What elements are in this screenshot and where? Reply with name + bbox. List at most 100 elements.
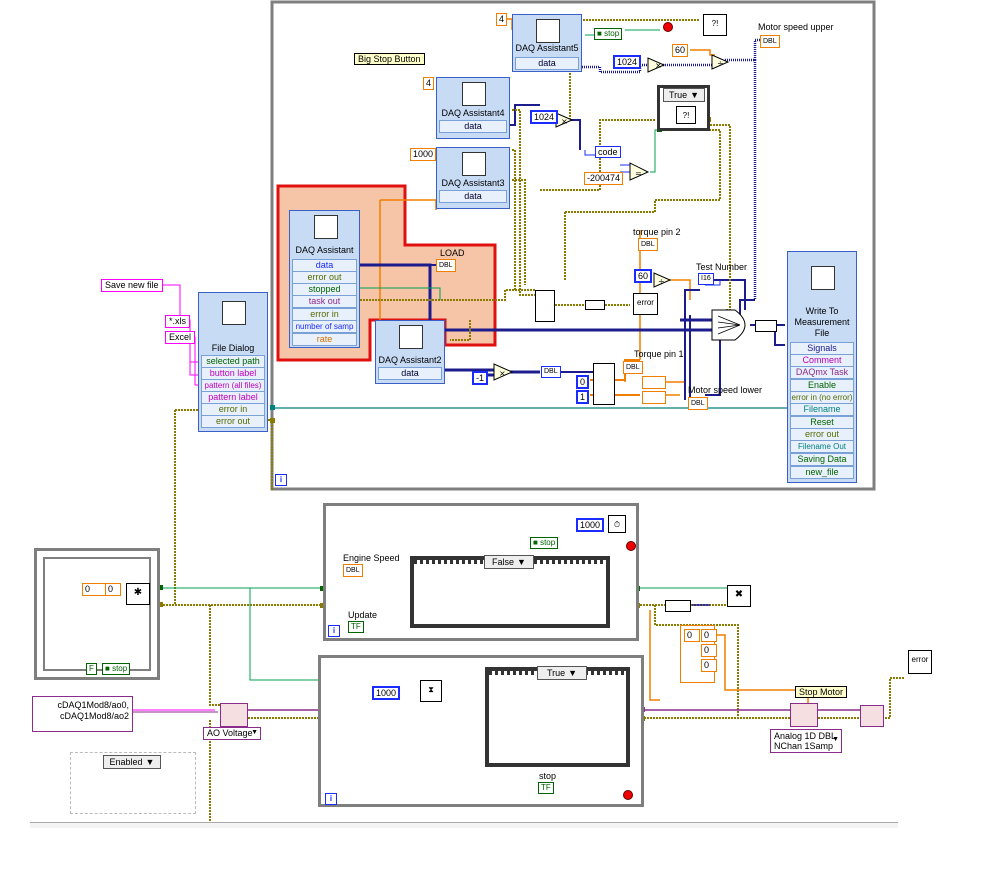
analog-line2: NChan 1Samp [774, 741, 834, 751]
daq5-data-terminal[interactable]: data [515, 57, 579, 70]
const-neg1[interactable]: -1 [472, 371, 489, 385]
daqmx-create-channel-node[interactable] [220, 703, 248, 727]
error-cluster-icon: error [633, 293, 658, 315]
daqmx-task-terminal[interactable]: DAQmx Task [790, 366, 854, 379]
left-while-loop[interactable] [34, 548, 160, 680]
array-elem-0[interactable]: 0 [701, 629, 717, 642]
engine-loop-iteration: i [328, 625, 340, 637]
clear-errors-icon: ✖ [727, 585, 751, 607]
stop-led-mid [626, 541, 636, 551]
numeric-control-b[interactable]: 0 [105, 583, 121, 596]
update-control[interactable]: TF [348, 621, 364, 633]
load-indicator[interactable]: DBL [436, 259, 456, 272]
const-1000-a[interactable]: 1000 [410, 148, 437, 161]
daq-rate-terminal[interactable]: rate [292, 333, 357, 346]
merge-errors-lower[interactable] [665, 600, 691, 612]
bundle-node[interactable] [535, 290, 555, 322]
channel-constant[interactable]: cDAQ1Mod8/ao0, cDAQ1Mod8/ao2 [32, 696, 133, 732]
enable-terminal[interactable]: Enable [790, 379, 854, 392]
stop-local-left[interactable]: ■ stop [102, 663, 131, 675]
stop-local-upper[interactable]: ■ stop [594, 28, 623, 40]
false-const[interactable]: F [86, 663, 97, 675]
case-structure-true-lower[interactable] [485, 667, 630, 767]
analog-line1: Analog 1D DBL [774, 731, 837, 741]
case-structure-false[interactable] [410, 556, 610, 628]
const-1024-b[interactable]: 1024 [530, 110, 559, 124]
motor-lower-indicator[interactable]: DBL [688, 397, 708, 410]
motor-upper-label: Motor speed upper [758, 22, 834, 32]
test-number-indicator[interactable]: I16 [698, 273, 714, 285]
error-merge-node[interactable] [585, 300, 605, 310]
daq-assistant3[interactable]: DAQ Assistant3 data [436, 147, 510, 209]
daq4-data-terminal[interactable]: data [439, 120, 507, 133]
daq-assistant5[interactable]: DAQ Assistant5 data [512, 14, 582, 72]
daqmx-clear-node[interactable] [860, 705, 884, 727]
array-elem-1[interactable]: 0 [701, 644, 717, 657]
index-node-a[interactable] [642, 376, 666, 389]
const-0[interactable]: 0 [576, 375, 590, 389]
case-selector-true-lower[interactable]: True▼ [537, 666, 587, 680]
chevron-down-icon: ▼ [832, 736, 839, 743]
array-constant[interactable]: 0 0 0 0 [680, 625, 717, 683]
daq-num-samples-terminal[interactable]: number of samp [292, 320, 357, 333]
dbl-conversion-node[interactable]: DBL [541, 366, 561, 378]
torque2-indicator[interactable]: DBL [638, 238, 658, 251]
file-dialog-title: File Dialog [211, 343, 255, 353]
daq2-data-terminal[interactable]: data [378, 367, 442, 380]
index-node-b[interactable] [642, 391, 666, 404]
array-elem-2[interactable]: 0 [701, 659, 717, 672]
const-neg200474[interactable]: -200474 [584, 172, 624, 185]
const-60-a[interactable]: 60 [672, 44, 689, 57]
const-1000-b[interactable]: 1000 [576, 518, 605, 532]
filename-terminal[interactable]: Filename [790, 403, 854, 416]
const-60-b[interactable]: 60 [634, 269, 653, 283]
const-1000-c[interactable]: 1000 [372, 686, 401, 700]
initialize-icon: ✱ [126, 583, 150, 605]
to-dynamic-data-node[interactable] [755, 320, 777, 332]
daq-icon [313, 215, 338, 239]
excel-const[interactable]: Excel [165, 331, 196, 344]
daq-assistant2[interactable]: DAQ Assistant2 data [375, 320, 445, 384]
stop-control[interactable]: TF [538, 782, 554, 794]
xls-const[interactable]: *.xls [165, 315, 191, 328]
const-1[interactable]: 1 [576, 390, 590, 404]
new-file-terminal[interactable]: new_file [790, 466, 854, 479]
horizontal-scrollbar[interactable] [30, 822, 898, 828]
daqmx-write-node[interactable] [790, 703, 818, 727]
disable-structure[interactable]: Enabled▼ [70, 752, 196, 814]
engine-speed-label: Engine Speed [343, 553, 400, 563]
stop-motor-label: Stop Motor [795, 686, 848, 698]
torque1-indicator[interactable]: DBL [623, 361, 643, 374]
svg-text:×: × [655, 61, 662, 70]
torque1-label: Torque pin 1 [634, 349, 684, 359]
save-new-file-const[interactable]: Save new file [101, 279, 163, 292]
svg-text:×: × [561, 117, 568, 126]
filename-out-terminal[interactable]: Filename Out [790, 440, 854, 453]
fd-error-out-terminal[interactable]: error out [201, 415, 265, 428]
daq3-data-terminal[interactable]: data [439, 190, 507, 203]
const-4-b[interactable]: 4 [423, 77, 435, 90]
analog-1d-selector[interactable]: Analog 1D DBL NChan 1Samp ▼ [770, 729, 842, 753]
daq-task-out-terminal[interactable]: task out [292, 295, 357, 308]
engine-speed-control[interactable]: DBL [343, 564, 363, 577]
const-4-a[interactable]: 4 [496, 13, 508, 26]
case-selector-false[interactable]: False▼ [484, 555, 534, 569]
daq-assistant[interactable]: DAQ Assistant data error out stopped tas… [289, 210, 360, 348]
daq-assistant4[interactable]: DAQ Assistant4 data [436, 77, 510, 139]
const-1024-a[interactable]: 1024 [613, 55, 642, 69]
stop-local-mid[interactable]: ■ stop [530, 537, 559, 549]
chevron-down-icon: ▼ [251, 729, 258, 736]
wmf-title2: Measurement [794, 317, 850, 327]
saving-data-terminal[interactable]: Saving Data [790, 453, 854, 466]
file-dialog[interactable]: File Dialog selected path button label p… [198, 292, 268, 432]
build-array-node[interactable] [593, 363, 615, 405]
write-measurement-file[interactable]: Write To Measurement File Signals Commen… [787, 251, 857, 483]
const-code[interactable]: code [595, 146, 621, 158]
ao-voltage-selector[interactable]: AO Voltage ▼ [203, 727, 261, 740]
disable-selector[interactable]: Enabled▼ [103, 755, 161, 769]
case-selector-true[interactable]: True▼ [663, 88, 705, 102]
motor-upper-indicator[interactable]: DBL [760, 35, 780, 48]
stop-label: stop [539, 771, 557, 781]
array-index[interactable]: 0 [684, 629, 700, 642]
case-structure-upper[interactable]: True▼ ?! [657, 85, 710, 131]
